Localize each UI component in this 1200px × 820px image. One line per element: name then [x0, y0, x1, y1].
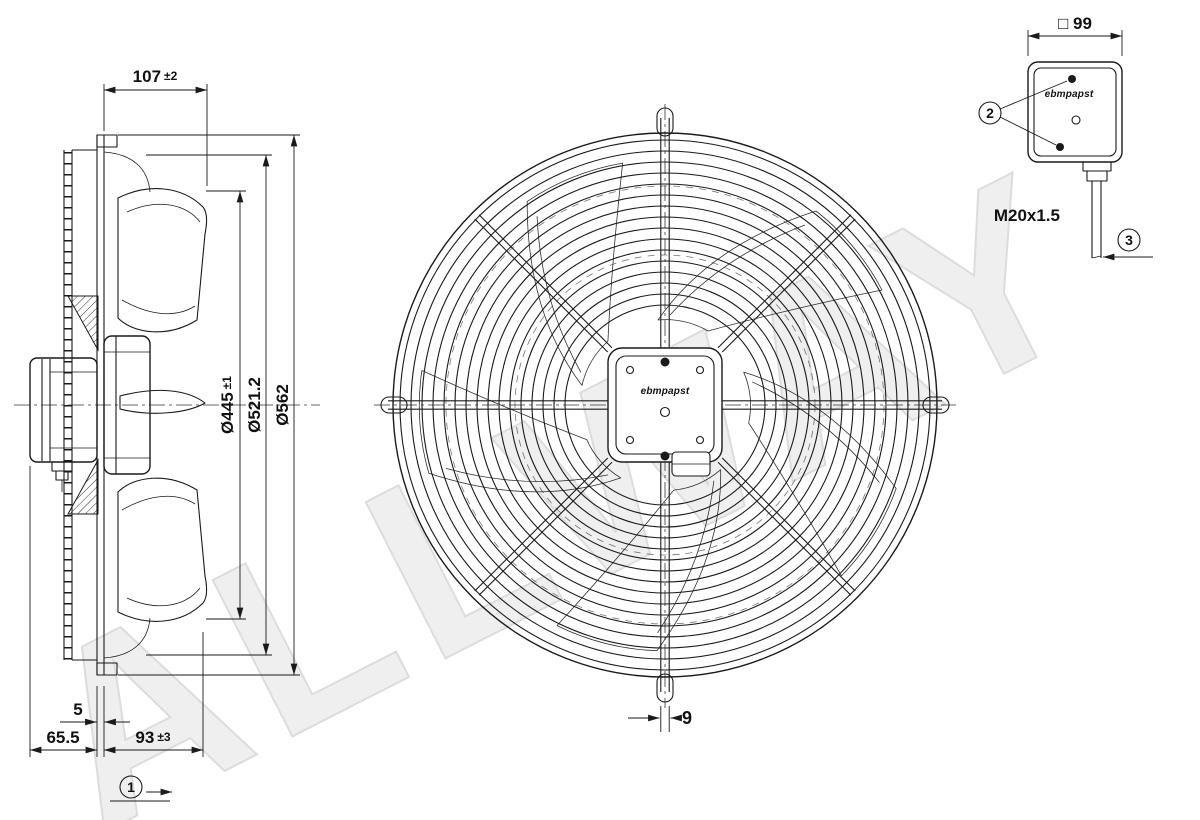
- watermark-text: ALLWAY: [0, 115, 1135, 820]
- dim-depth-107: 107±2: [103, 67, 208, 186]
- section-hatch-upper: [67, 295, 99, 352]
- callout-1-airflow: 1: [110, 775, 173, 802]
- dim-motor-depth: 65.5: [29, 728, 98, 754]
- impeller-hub-side: [103, 335, 151, 475]
- section-hatch-lower: [67, 458, 99, 515]
- dim-depth-107-label: 107±2: [133, 67, 178, 86]
- terminal-box-outline: [1027, 61, 1123, 163]
- terminal-box-view: ebmpapst □ 99 2 M20x1.5: [978, 14, 1153, 261]
- mounting-tab-right: [922, 396, 950, 414]
- fan-blade-middle: [119, 389, 206, 414]
- hub-corner-screw-icon: [695, 365, 705, 375]
- hub-corner-screw-icon: [695, 435, 705, 445]
- cover-screw-bottom-icon: [1056, 143, 1064, 151]
- side-view: 107±2 Ø445±1 Ø521.2 Ø562: [14, 67, 320, 802]
- dim-ring-diameter-label: Ø521.2: [245, 377, 264, 433]
- dim-impeller-diameter-label: Ø445±1: [218, 376, 237, 434]
- mounting-tab-left: [380, 396, 408, 414]
- fan-blade-top: [117, 188, 208, 333]
- dim-box-size-label: □ 99: [1058, 14, 1092, 33]
- cover-screw-top-icon: [1068, 75, 1076, 83]
- terminal-box-cover: [1033, 67, 1117, 157]
- callout-1-number: 1: [127, 779, 135, 795]
- motor-hub-front: ebmpapst: [607, 347, 723, 477]
- dim-spoke-width: 9: [628, 706, 692, 732]
- front-view: ebmpapst 9: [374, 104, 956, 732]
- dim-spoke-width-label: 9: [682, 708, 692, 728]
- mounting-tab-top: [656, 107, 674, 137]
- callout-2-number: 2: [986, 105, 994, 121]
- callout-3-number: 3: [1125, 232, 1133, 248]
- dim-plate-thickness: 5: [60, 700, 130, 726]
- hub-corner-screw-icon: [625, 365, 635, 375]
- mounting-ring-outer: [392, 132, 938, 678]
- dim-rear-depth: 93±3: [103, 728, 204, 754]
- dim-motor-depth-label: 65.5: [46, 728, 79, 747]
- motor-terminal-box-side: [29, 357, 98, 492]
- dim-impeller-diameter: Ø445±1: [206, 190, 246, 620]
- bottom-extension-lines: [29, 466, 204, 757]
- terminal-box-brand-logo: ebmpapst: [1045, 89, 1094, 100]
- dim-rear-depth-label: 93±3: [135, 728, 171, 747]
- hub-center-hole: [659, 406, 671, 418]
- guard-grille-profile: [63, 149, 97, 661]
- hub-brand-logo: ebmpapst: [641, 386, 690, 397]
- hub-screw-bottom-icon: [660, 451, 670, 461]
- dim-overall-diameter: Ø562: [118, 134, 300, 676]
- guard-grille-rings: [410, 150, 920, 660]
- blade-root-circle-dashed: [514, 254, 816, 556]
- hub-corner-screw-icon: [625, 435, 635, 445]
- dim-box-size: □ 99: [1027, 14, 1123, 56]
- dim-plate-thickness-label: 5: [73, 700, 82, 719]
- mounting-ring-inner: [399, 139, 931, 671]
- blade-tip-circle-dashed: [445, 185, 885, 625]
- hub-screw-top-icon: [660, 357, 670, 367]
- cable-gland: [1082, 161, 1112, 259]
- cover-center-hole: [1071, 115, 1081, 125]
- dim-ring-diameter: Ø521.2: [146, 154, 272, 656]
- gland-thread-label: M20x1.5: [994, 206, 1060, 225]
- impeller-blades-front: [375, 138, 917, 690]
- callout-3-cable: 3: [1102, 228, 1153, 261]
- dim-overall-diameter-label: Ø562: [273, 384, 292, 426]
- mounting-tab-bottom: [656, 673, 674, 703]
- callout-2-screws: 2: [978, 80, 1068, 146]
